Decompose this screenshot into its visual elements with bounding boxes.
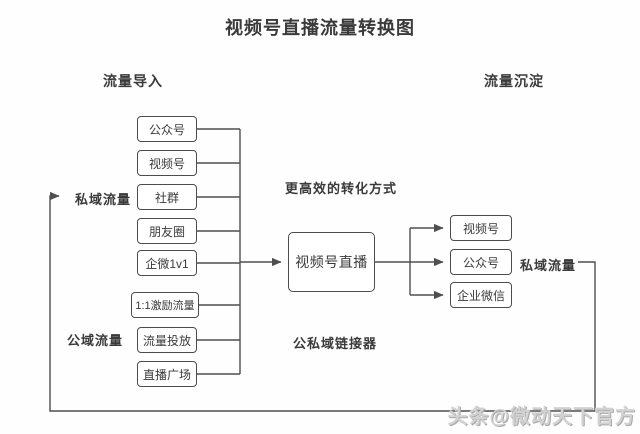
section-header-traffic-retention: 流量沉淀 [484,73,544,89]
label-private-traffic-right: 私域流量 [520,258,577,273]
watermark-text: 头条@微动天下官方 [447,406,636,428]
flow-node-wecom-1v1: 企微1v1 [137,250,197,276]
page-title: 视频号直播流量转换图 [225,18,415,38]
label-public-traffic-left: 公域流量 [67,333,124,348]
flow-node-moments: 朋友圈 [137,218,197,244]
section-header-traffic-import: 流量导入 [103,73,163,89]
flow-node-official-account: 公众号 [137,116,197,142]
left-connector-lines [197,128,240,375]
right-destination-arrows [410,223,444,300]
flow-node-video-account: 视频号 [137,150,197,176]
flow-node-community: 社群 [137,184,197,210]
flow-node-dest-video-account: 视频号 [450,215,512,241]
label-public-private-connector: 公私域链接器 [293,336,378,351]
label-private-traffic-left: 私域流量 [75,192,132,207]
flow-node-video-live-center: 视频号直播 [288,232,375,292]
flow-node-traffic-ads: 流量投放 [137,327,197,353]
label-efficient-conversion: 更高效的转化方式 [285,181,398,196]
flow-node-live-plaza: 直播广场 [137,361,197,387]
flow-node-incentive-traffic: 1:1激励流量 [131,292,199,318]
flow-node-dest-official-account: 公众号 [450,249,512,275]
flow-node-dest-enterprise-wechat: 企业微信 [450,282,512,308]
